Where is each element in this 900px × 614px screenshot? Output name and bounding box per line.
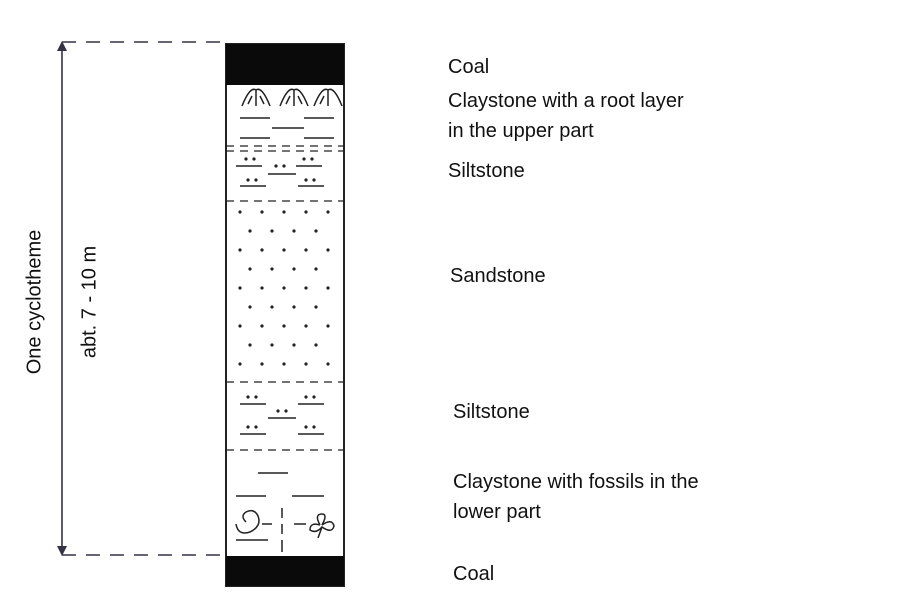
ammonite-fossil-icon — [235, 509, 260, 534]
sand-grain-dot — [304, 362, 308, 366]
sand-grain-dot — [292, 305, 296, 309]
sand-grain-dot — [260, 286, 264, 290]
sand-grain-dot — [314, 229, 318, 233]
root-symbol — [279, 88, 309, 107]
layer-label-coal-top: Coal — [448, 56, 490, 78]
sand-grain-dot — [270, 229, 274, 233]
coal-top-layer — [226, 44, 344, 85]
sand-grain-dot — [304, 324, 308, 328]
layer-label-siltstone-top: Siltstone — [448, 160, 525, 182]
sand-grain-dot — [282, 286, 286, 290]
claystone-top-pattern — [240, 117, 334, 139]
sand-grain-dot — [248, 343, 252, 347]
root-layer-symbols — [241, 88, 343, 107]
layer-label-sandstone: Sandstone — [450, 265, 546, 287]
sand-grain-dot — [238, 210, 242, 214]
sand-grain-dot — [304, 248, 308, 252]
sand-grain-dot — [282, 210, 286, 214]
layer-label-siltstone-bottom: Siltstone — [453, 401, 530, 423]
sand-grain-dot — [282, 248, 286, 252]
sand-grain-dot — [314, 267, 318, 271]
root-symbol — [241, 88, 271, 107]
layer-label-coal-bottom: Coal — [453, 563, 495, 585]
layer-label-claystone-bottom: Claystone with fossils in the lower part — [453, 471, 699, 523]
sand-grain-dot — [292, 229, 296, 233]
plant-fossil-icon — [309, 513, 335, 539]
sand-grain-dot — [248, 267, 252, 271]
sand-grain-dot — [326, 210, 330, 214]
sand-grain-dot — [314, 343, 318, 347]
sand-grain-dot — [260, 248, 264, 252]
sand-grain-dot — [326, 362, 330, 366]
sandstone-pattern — [238, 210, 330, 366]
sand-grain-dot — [238, 324, 242, 328]
root-symbol — [313, 88, 343, 107]
sand-grain-dot — [270, 343, 274, 347]
sand-grain-dot — [292, 267, 296, 271]
sand-grain-dot — [248, 229, 252, 233]
sand-grain-dot — [314, 305, 318, 309]
cycle-label: One cyclotheme — [23, 229, 46, 375]
sand-grain-dot — [326, 248, 330, 252]
coal-bottom-layer — [226, 556, 344, 586]
sand-grain-dot — [282, 362, 286, 366]
siltstone-bottom-pattern — [240, 395, 324, 435]
sand-grain-dot — [304, 286, 308, 290]
sand-grain-dot — [292, 343, 296, 347]
sand-grain-dot — [326, 286, 330, 290]
siltstone-top-pattern — [236, 157, 324, 187]
sand-grain-dot — [304, 210, 308, 214]
layer-label-claystone-top: Claystone with a root layer in the upper… — [448, 90, 684, 142]
column-outline — [225, 43, 345, 587]
sand-grain-dot — [270, 305, 274, 309]
sand-grain-dot — [270, 267, 274, 271]
claystone-bottom-pattern — [236, 472, 324, 497]
sand-grain-dot — [260, 362, 264, 366]
sand-grain-dot — [260, 210, 264, 214]
sand-grain-dot — [260, 324, 264, 328]
fossil-symbols — [235, 508, 335, 552]
sand-grain-dot — [326, 324, 330, 328]
sand-grain-dot — [238, 248, 242, 252]
sand-grain-dot — [282, 324, 286, 328]
sand-grain-dot — [238, 286, 242, 290]
sand-grain-dot — [238, 362, 242, 366]
layer-contacts — [226, 145, 344, 451]
sand-grain-dot — [248, 305, 252, 309]
thickness-label: abt. 7 - 10 m — [78, 245, 101, 359]
